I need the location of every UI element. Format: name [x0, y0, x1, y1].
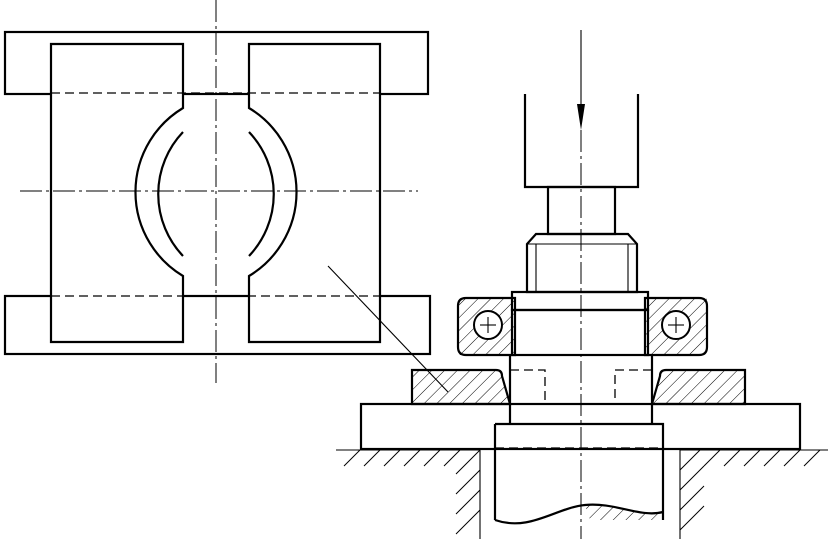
- left-groove-arc: [157, 131, 184, 257]
- shaft-hidden-left: [510, 369, 546, 405]
- lower-shaft: [493, 422, 665, 448]
- force-arrow-head: [577, 104, 585, 130]
- left-collar-half: [49, 42, 185, 344]
- shaft-hidden-right: [614, 369, 652, 405]
- split-collar-top-view: [3, 0, 432, 383]
- ground-hatching: [343, 449, 821, 535]
- right-collar-half: [247, 42, 382, 344]
- right-bearing-ring: [643, 296, 709, 357]
- left-support-collar: [410, 368, 512, 406]
- leader-line: [327, 265, 449, 393]
- shaft-break-hatch: [585, 504, 663, 520]
- shaft-break-line: [494, 503, 664, 525]
- bearing-inner-race-top: [510, 290, 650, 312]
- left-bearing-ring: [456, 296, 517, 357]
- press-assembly-section-view: [327, 30, 828, 539]
- threaded-head: [525, 232, 639, 294]
- right-support-collar: [650, 368, 747, 406]
- bearing-inner-race: [510, 308, 650, 357]
- right-groove-arc: [248, 131, 275, 257]
- lower-flange-bar: [3, 294, 432, 356]
